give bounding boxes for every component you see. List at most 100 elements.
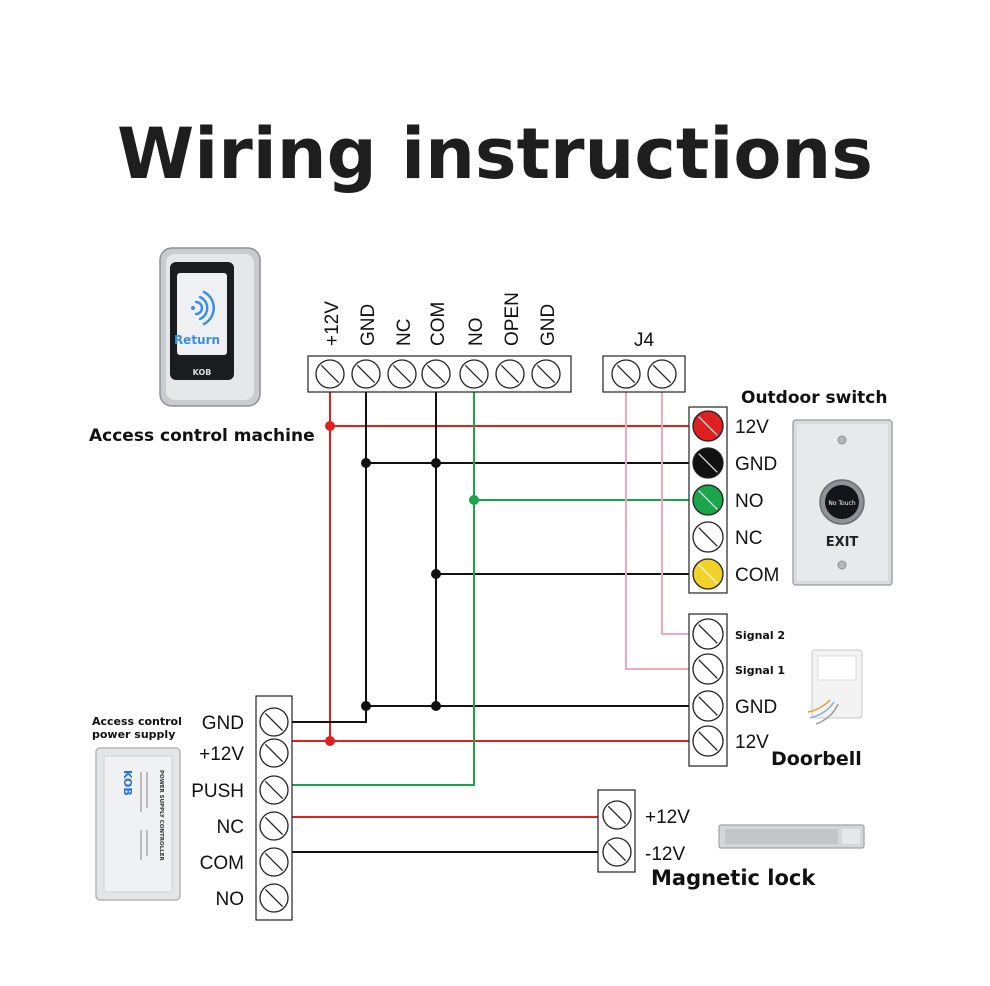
screw-slash xyxy=(264,743,284,763)
screw-slash xyxy=(264,852,284,872)
magnetic-lock-device xyxy=(718,824,865,849)
psu-terminal-4 xyxy=(259,847,289,877)
doorbell-wire xyxy=(809,701,835,719)
doorbell-terminal-label: Signal 2 xyxy=(735,629,785,642)
reader-terminal-label: NC xyxy=(394,319,415,346)
doorbell-terminal-3 xyxy=(692,725,724,757)
doorbell-terminal-label: Signal 1 xyxy=(735,664,785,677)
reader-terminal-label: COM xyxy=(428,302,449,346)
wire-pink-signal-1 xyxy=(625,392,703,670)
screw-slash xyxy=(607,842,627,862)
psu-terminal-label: COM xyxy=(200,853,244,874)
exit-terminal-12v xyxy=(692,410,724,442)
screw-slash xyxy=(264,712,284,732)
screw-slash xyxy=(264,888,284,908)
screw-slash xyxy=(698,416,718,436)
j4-terminal-block xyxy=(602,355,686,393)
psu-terminal-0 xyxy=(259,707,289,737)
exit-terminal-label: NO xyxy=(735,491,764,512)
psu-terminal-label: PUSH xyxy=(191,781,244,802)
screw-slash xyxy=(320,364,340,384)
junction-dot xyxy=(431,569,441,579)
lock-face xyxy=(725,829,838,844)
screw-slash xyxy=(652,364,672,384)
screw-slash xyxy=(698,659,718,679)
lock-terminal-0 xyxy=(602,800,632,830)
wires xyxy=(292,392,703,853)
reader-terminal-5 xyxy=(495,359,525,389)
doorbell-terminal-label: GND xyxy=(735,697,777,718)
exit-button xyxy=(825,485,859,519)
screw-icon xyxy=(837,435,847,445)
screw-slash xyxy=(536,364,556,384)
psu-terminal-2 xyxy=(259,775,289,805)
junction-dot xyxy=(325,736,335,746)
reader-terminal-label: GND xyxy=(358,304,379,346)
reader-screen-text: Return xyxy=(174,333,220,347)
reader-terminal-4 xyxy=(459,359,489,389)
screw-slash xyxy=(698,453,718,473)
j4-terminal-0 xyxy=(611,359,641,389)
screw-slash xyxy=(616,364,636,384)
j4-terminal-1 xyxy=(647,359,677,389)
screw-slash xyxy=(698,564,718,584)
junction-dot xyxy=(361,701,371,711)
lock-end-cap xyxy=(842,829,860,844)
doorbell-label: Doorbell xyxy=(771,748,862,770)
screw-slash xyxy=(264,780,284,800)
screw-slash xyxy=(356,364,376,384)
psu-terminal-1 xyxy=(259,738,289,768)
doorbell-terminal-1 xyxy=(692,653,724,685)
wifi-icon xyxy=(191,290,215,326)
exit-terminal-no xyxy=(692,484,724,516)
doorbell-terminal-label: 12V xyxy=(735,732,769,753)
screw-icon xyxy=(837,560,847,570)
screw-slash xyxy=(698,731,718,751)
psu-text-lines xyxy=(140,772,148,860)
exit-terminal-com xyxy=(692,558,724,590)
doorbell-terminal-2 xyxy=(692,690,724,722)
page-title: Wiring instructions xyxy=(117,113,873,195)
exit-terminal-nc xyxy=(692,521,724,553)
doorbell-terminals: Signal 2 Signal 1 GND 12V xyxy=(692,618,785,757)
j4-label: J4 xyxy=(634,330,655,351)
junction-dot xyxy=(361,458,371,468)
junction-dot xyxy=(469,495,479,505)
power-supply-device: KOB POWER SUPPLY CONTROLLER xyxy=(95,747,181,901)
reader-terminal-1 xyxy=(351,359,381,389)
reader-terminal-label: NO xyxy=(466,318,487,347)
reader-terminal-2 xyxy=(387,359,417,389)
psu-label-line2: power supply xyxy=(92,728,175,741)
access-reader-device: Return KOB xyxy=(159,247,261,407)
psu-terminal-5 xyxy=(259,883,289,913)
exit-terminal-label: COM xyxy=(735,565,779,586)
reader-terminal-label: +12V xyxy=(322,301,343,346)
psu-terminal-3 xyxy=(259,811,289,841)
psu-terminal-label: +12V xyxy=(199,744,244,765)
psu-terminal-strip xyxy=(255,695,293,921)
lock-terminal-label: -12V xyxy=(645,844,685,865)
screw-slash xyxy=(698,490,718,510)
reader-terminal-6 xyxy=(531,359,561,389)
exit-switch-label: Outdoor switch xyxy=(741,388,887,408)
screw-slash xyxy=(500,364,520,384)
doorbell-device xyxy=(807,649,863,725)
psu-label-line1: Access control xyxy=(92,715,182,728)
exit-terminal-label: NC xyxy=(735,528,762,549)
screw-slash xyxy=(698,696,718,716)
junction-dot xyxy=(325,421,335,431)
screw-slash xyxy=(607,805,627,825)
reader-terminal-label: OPEN xyxy=(502,292,523,346)
wire-black-psu-gnd xyxy=(292,706,367,723)
psu-brand: KOB xyxy=(121,770,134,796)
screw-slash xyxy=(264,816,284,836)
psu-terminal-label: GND xyxy=(202,713,244,734)
exit-terminal-gnd xyxy=(692,447,724,479)
lock-terminals: +12V-12V xyxy=(602,800,690,867)
exit-button-device: No Touch EXIT xyxy=(792,419,893,586)
reader-terminal-3 xyxy=(421,359,451,389)
